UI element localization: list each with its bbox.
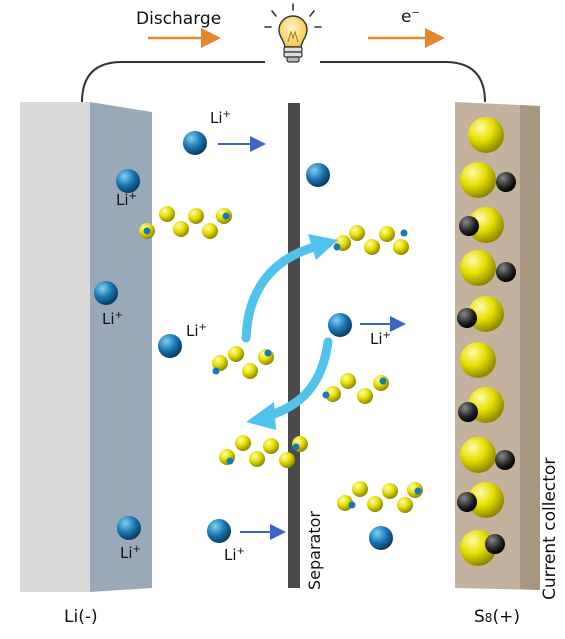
shuttle-arrow-forward <box>241 241 323 343</box>
li-ion-label: Li+ <box>210 109 231 127</box>
circuit-wire <box>81 61 486 103</box>
chain-lithium-cap <box>333 243 341 251</box>
lithium-ion <box>158 334 182 358</box>
polysulfide-chains <box>139 206 423 513</box>
li-ion-label: Li+ <box>120 544 141 562</box>
sulfur-particle <box>460 250 496 286</box>
carbon-particle <box>457 308 477 328</box>
sulfur-atom <box>393 239 409 255</box>
chain-lithium-cap <box>143 227 151 235</box>
chain-lithium-cap <box>322 391 330 399</box>
sulfur-atom <box>249 451 265 467</box>
chain-lithium-cap <box>264 349 272 357</box>
sulfur-atom <box>212 355 228 371</box>
sulfur-atom <box>279 452 295 468</box>
cathode-particles <box>457 117 516 566</box>
lithium-ion <box>306 163 330 187</box>
sulfur-atom <box>228 346 244 362</box>
separator-membrane <box>288 103 300 588</box>
sulfur-atom <box>367 496 383 512</box>
li-ion-label: Li+ <box>370 330 391 348</box>
chain-lithium-cap <box>222 212 230 220</box>
carbon-particle <box>496 172 516 192</box>
sulfur-particle <box>468 117 504 153</box>
cathode-edge <box>520 105 540 590</box>
sulfur-atom <box>349 225 365 241</box>
chain-lithium-cap <box>292 443 300 451</box>
anode-label: Li(-) <box>64 607 98 627</box>
sulfur-atom <box>357 388 373 404</box>
cathode-label: S8(+) <box>474 607 520 627</box>
sulfur-atom <box>173 221 189 237</box>
sulfur-particle <box>460 162 496 198</box>
shuttle-arrowhead-back <box>246 402 276 430</box>
li-ion-label: Li+ <box>102 310 123 328</box>
lithium-ion <box>328 313 352 337</box>
lithium-ion <box>207 519 231 543</box>
lithium-ion <box>369 526 393 550</box>
lithium-ion <box>117 516 141 540</box>
chain-lithium-cap <box>348 501 356 509</box>
li-ion-label: Li+ <box>224 546 245 564</box>
sulfur-atom <box>242 363 258 379</box>
sulfur-atom <box>188 208 204 224</box>
sulfur-atom <box>337 495 353 511</box>
sulfur-atom <box>159 206 175 222</box>
sulfur-particle <box>460 342 496 378</box>
light-bulb-icon <box>264 3 322 63</box>
chain-lithium-cap <box>414 487 422 495</box>
sulfur-particle <box>468 296 504 332</box>
carbon-particle <box>457 492 477 512</box>
li-ion-label: Li+ <box>186 322 207 340</box>
sulfur-atom <box>325 386 341 402</box>
chain-lithium-cap <box>379 377 387 385</box>
shuttle-arrowhead-forward <box>308 234 338 260</box>
sulfur-particle <box>468 207 504 243</box>
li-ion-label: Li+ <box>116 191 137 209</box>
current-collector-label: Current collector <box>540 457 560 600</box>
separator-label: Separator <box>305 511 324 590</box>
chain-lithium-cap <box>226 457 234 465</box>
shuttle-arrow-back <box>263 337 333 421</box>
carbon-particle <box>496 262 516 282</box>
lithium-ion <box>116 169 140 193</box>
sulfur-atom <box>397 497 413 513</box>
anode-side <box>90 102 152 592</box>
lithium-ion <box>183 131 207 155</box>
carbon-particle <box>495 450 515 470</box>
sulfur-atom <box>379 226 395 242</box>
anode-face <box>20 102 90 592</box>
sulfur-atom <box>263 438 279 454</box>
lithium-ion <box>94 281 118 305</box>
chain-lithium-cap <box>212 367 220 375</box>
carbon-particle <box>459 216 479 236</box>
electron-label: e− <box>401 7 420 27</box>
carbon-particle <box>458 402 478 422</box>
chain-lithium-cap <box>400 229 408 237</box>
sulfur-atom <box>340 373 356 389</box>
sulfur-atom <box>235 435 251 451</box>
sulfur-atom <box>352 481 368 497</box>
sulfur-particle <box>460 437 496 473</box>
sulfur-particle <box>468 482 504 518</box>
sulfur-atom <box>382 483 398 499</box>
discharge-label: Discharge <box>136 9 222 29</box>
carbon-particle <box>485 534 505 554</box>
sulfur-atom <box>364 239 380 255</box>
sulfur-atom <box>202 223 218 239</box>
lithium-ions <box>94 131 393 550</box>
